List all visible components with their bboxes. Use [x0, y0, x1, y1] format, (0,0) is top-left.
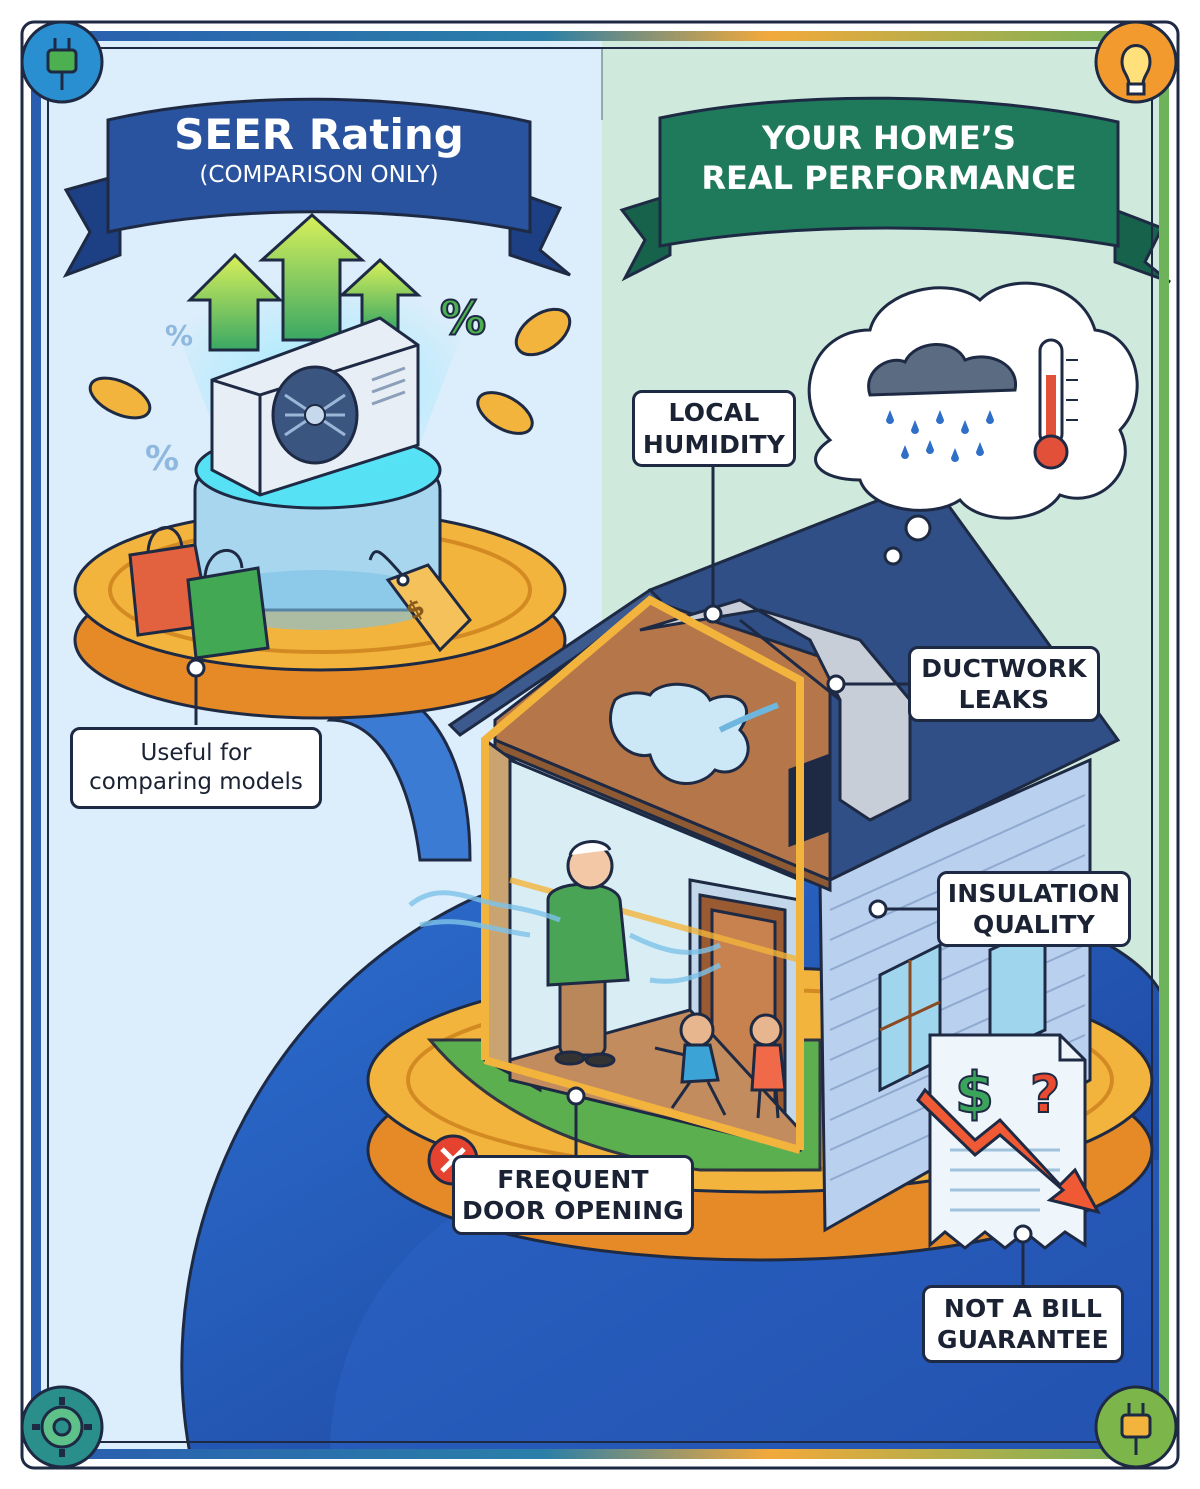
percent-glyph: %: [165, 319, 193, 352]
label-line: INSULATION: [947, 878, 1121, 908]
label-line: LEAKS: [958, 685, 1050, 714]
seer-rating-title: SEER Rating: [174, 110, 464, 159]
people-group: [546, 840, 787, 1119]
right-banner-title: YOUR HOME’S REAL PERFORMANCE: [660, 118, 1118, 198]
gear-icon: [20, 1385, 104, 1469]
right-title-line-2: REAL PERFORMANCE: [701, 159, 1077, 197]
left-banner-title: SEER Rating (COMPARISON ONLY): [108, 110, 530, 189]
label-line: NOT A BILL: [943, 1293, 1103, 1323]
label-line: HUMIDITY: [642, 429, 786, 459]
label-line: QUALITY: [973, 910, 1095, 939]
label-line: LOCAL: [668, 398, 760, 428]
comparison-only-subtitle: (COMPARISON ONLY): [199, 162, 439, 189]
label-line: comparing models: [89, 769, 303, 795]
insulation-quality-label: INSULATION QUALITY: [937, 871, 1131, 947]
frequent-door-opening-label: FREQUENT DOOR OPENING: [452, 1155, 694, 1235]
bill-receipt-icon: [916, 1033, 1101, 1250]
ductwork-leaks-label: DUCTWORK LEAKS: [908, 646, 1100, 722]
ac-unit-icon: [210, 316, 420, 497]
percent-glyph: %: [145, 439, 179, 479]
right-banner: [619, 96, 1171, 284]
local-humidity-label: LOCAL HUMIDITY: [632, 390, 796, 467]
plug-icon: [1094, 1385, 1178, 1469]
label-line: FREQUENT: [497, 1164, 649, 1194]
lightbulb-icon: [1094, 20, 1178, 104]
question-glyph: ?: [1030, 1065, 1060, 1125]
not-a-bill-guarantee-label: NOT A BILL GUARANTEE: [922, 1285, 1124, 1363]
weather-cloud-icon: [807, 281, 1139, 566]
label-line: DUCTWORK: [921, 653, 1087, 683]
dollar-glyph: $: [955, 1061, 994, 1126]
percent-glyph: %: [440, 291, 486, 345]
label-line: DOOR OPENING: [462, 1196, 684, 1225]
useful-for-comparing-models-label: Useful for comparing models: [70, 727, 322, 809]
left-banner: [62, 97, 571, 278]
right-title-line-1: YOUR HOME’S: [762, 119, 1016, 157]
price-tag-icon: [368, 550, 472, 653]
label-line: Useful for: [140, 740, 252, 767]
plug-icon: [20, 20, 104, 104]
label-line: GUARANTEE: [937, 1325, 1109, 1354]
